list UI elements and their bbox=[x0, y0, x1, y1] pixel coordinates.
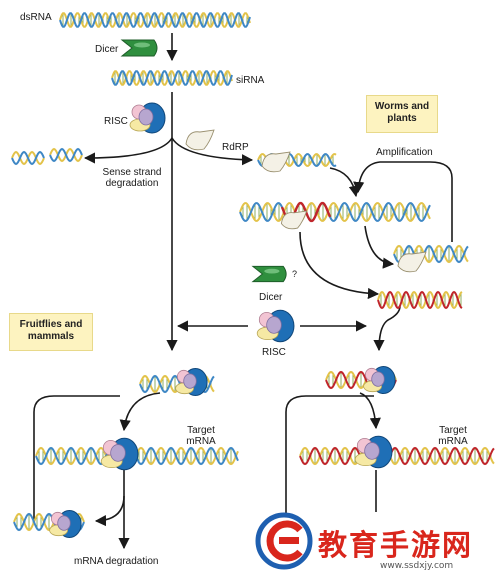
processed-sirna bbox=[377, 290, 463, 310]
arrow-right-guide-to-target bbox=[359, 392, 381, 430]
dicer-enzyme-uncertain bbox=[251, 265, 287, 283]
label-dsrna: dsRNA bbox=[20, 12, 52, 23]
label-rdrp: RdRP bbox=[222, 142, 249, 153]
watermark-url: www.ssdxjy.com bbox=[380, 561, 454, 571]
arrow-to-processed-sirna bbox=[299, 231, 380, 300]
label-mrna-degradation: mRNA degradation bbox=[74, 556, 159, 567]
arrow-to-rdrp-branch bbox=[171, 137, 254, 166]
watermark-text: 教育手游网 bbox=[318, 528, 474, 562]
arrow-left-branch-to-complex bbox=[94, 495, 125, 527]
arrow-right-sirna-down bbox=[373, 305, 401, 352]
arrow-to-sense-degradation bbox=[83, 137, 173, 164]
risc-complex-top bbox=[129, 102, 166, 134]
rdrp-on-strand bbox=[261, 151, 291, 173]
label-amplification: Amplification bbox=[376, 147, 433, 158]
arrow-left-guide-to-target bbox=[119, 392, 161, 432]
label-target-left-2: mRNA bbox=[186, 436, 216, 447]
note-worms-line1: Worms and bbox=[374, 101, 430, 112]
label-sense-strand: Sense strand bbox=[102, 167, 162, 178]
sense-strand-fragment-1 bbox=[11, 150, 45, 166]
note-fruitflies-line1: Fruitflies and bbox=[19, 319, 83, 330]
label-risc-center: RISC bbox=[262, 347, 286, 358]
amplification-loop bbox=[353, 161, 453, 242]
note-worms-line2: plants bbox=[387, 113, 417, 124]
label-target-left-1: Target bbox=[187, 425, 215, 436]
rdrp-on-long-dsrna bbox=[280, 210, 308, 230]
label-question-mark: ? bbox=[292, 269, 298, 279]
risc-complex-center bbox=[256, 309, 295, 343]
risc-on-right-target bbox=[354, 435, 393, 469]
note-fruitflies-and-mammals: Fruitflies and mammals bbox=[9, 313, 93, 351]
label-dicer-q: Dicer bbox=[259, 292, 283, 303]
risc-on-left-target bbox=[100, 437, 139, 471]
label-target-right-1: Target bbox=[439, 425, 467, 436]
right-recycle-loop bbox=[285, 395, 374, 520]
label-target-mrna-left: Target mRNA bbox=[176, 425, 226, 447]
note-fruitflies-line2: mammals bbox=[27, 331, 75, 342]
arrow-rdrp-to-long-dsrna bbox=[329, 167, 360, 198]
label-risc: RISC bbox=[104, 116, 128, 127]
rdrp-amplification bbox=[397, 251, 427, 273]
risc-on-left-guide bbox=[175, 368, 208, 396]
label-sense-strand-degradation: Sense strand degradation bbox=[96, 167, 168, 189]
risc-on-right-guide bbox=[363, 366, 396, 394]
label-dicer-question: Dicer bbox=[259, 292, 282, 303]
label-sirna: siRNA bbox=[236, 75, 265, 86]
watermark-logo bbox=[255, 512, 313, 570]
label-target-mrna-right: Target mRNA bbox=[428, 425, 478, 447]
sirna-helix bbox=[111, 70, 233, 86]
dsrna-helix bbox=[59, 12, 251, 28]
rdrp-enzyme bbox=[185, 129, 215, 151]
label-degradation: degradation bbox=[105, 178, 159, 189]
note-worms-and-plants: Worms and plants bbox=[366, 95, 438, 133]
long-dsrna bbox=[239, 202, 431, 222]
label-dicer: Dicer bbox=[95, 44, 119, 55]
risc-left-released bbox=[49, 510, 82, 538]
sense-strand-fragment-2 bbox=[49, 147, 83, 163]
arrow-to-amplification-strand bbox=[364, 225, 395, 269]
right-target-mrna bbox=[299, 446, 495, 466]
label-target-right-2: mRNA bbox=[438, 436, 468, 447]
left-recycle-loop bbox=[33, 395, 120, 522]
dicer-enzyme bbox=[120, 39, 158, 57]
